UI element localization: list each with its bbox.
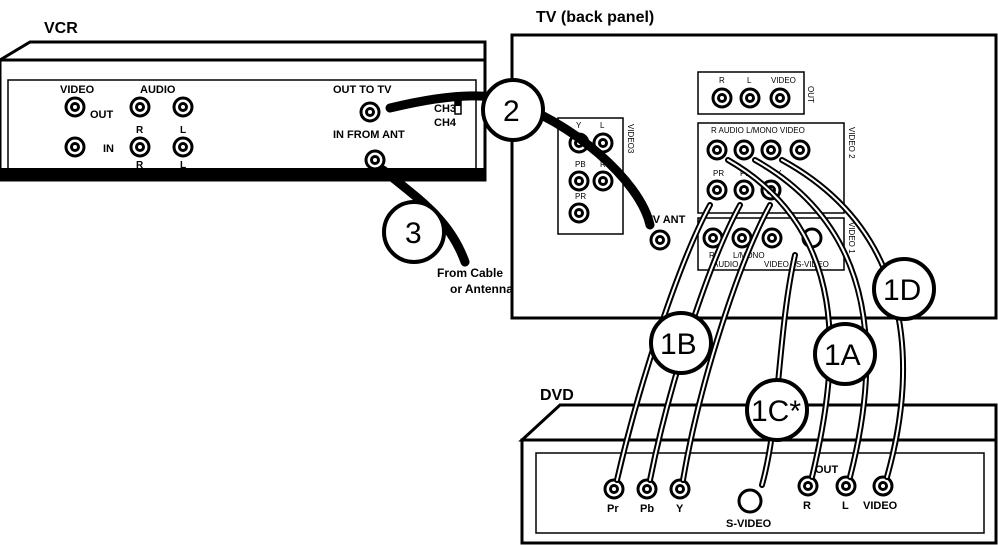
tv-video1-label: VIDEO 1 — [847, 222, 856, 254]
tv-video2-l-jack — [733, 139, 755, 161]
step-1d-label: 1D — [883, 274, 921, 307]
tv-video2-extra-jack — [789, 139, 811, 161]
tv-ant-label: TV ANT — [646, 214, 686, 226]
step-1b-label: 1B — [660, 328, 697, 361]
dvd-pb-jack — [636, 478, 658, 500]
source-label-line2: or Antenna — [450, 282, 513, 296]
dvd-pb-label: Pb — [640, 503, 654, 515]
vcr-in-label: IN — [103, 143, 114, 155]
tv-video1-audio-label: AUDIO — [713, 260, 738, 269]
vcr-audio-in-l-jack — [172, 136, 194, 158]
vcr-ch3-label: CH3 — [434, 103, 456, 115]
tv-out-label: OUT — [806, 86, 815, 103]
tv-video3-r-jack — [592, 170, 614, 192]
vcr-l-bottom-label: L — [180, 160, 186, 171]
tv-title: TV (back panel) — [536, 9, 654, 26]
vcr-in-from-ant-label: IN FROM ANT — [333, 129, 405, 141]
vcr-audio-in-r-jack — [129, 136, 151, 158]
tv-video1-svideo-label: S-VIDEO — [796, 260, 829, 269]
vcr-out-to-tv-label: OUT TO TV — [333, 84, 392, 96]
step-1a-label: 1A — [824, 339, 861, 372]
tv-video2-label: VIDEO 2 — [847, 127, 856, 159]
tv-video3-pr-jack — [568, 202, 590, 224]
vcr-ch4-label: CH4 — [434, 117, 457, 129]
tv-out-video-label: VIDEO — [771, 76, 796, 85]
vcr-out-to-tv-jack — [359, 101, 381, 123]
tv-video2-pr-jack — [706, 179, 728, 201]
dvd-video-label: VIDEO — [863, 500, 898, 512]
dvd-audio-l-jack — [835, 475, 857, 497]
vcr-video-label: VIDEO — [60, 84, 95, 96]
dvd-audio-r-jack — [797, 475, 819, 497]
dvd-pr-jack — [603, 478, 625, 500]
tv-video1-video-label: VIDEO — [764, 260, 789, 269]
tv-video2-header: R AUDIO L/MONO VIDEO — [711, 126, 805, 135]
vcr-out-label: OUT — [90, 109, 114, 121]
vcr-audio-out-l-jack — [172, 96, 194, 118]
step-1d-badge: 1D — [872, 257, 936, 321]
dvd-l-label: L — [842, 500, 849, 512]
dvd-y-jack — [669, 478, 691, 500]
dvd-out-label: OUT — [815, 464, 839, 476]
step-2-badge: 2 — [481, 78, 545, 142]
tv-ant-jack — [649, 229, 671, 251]
vcr-unit — [0, 40, 487, 182]
vcr-r-top-label: R — [136, 125, 144, 136]
step-1a-badge: 1A — [813, 322, 877, 386]
dvd-svideo-jack — [737, 488, 763, 514]
tv-video1-video-jack — [761, 227, 783, 249]
tv-video3-pb-label: PB — [575, 160, 586, 169]
dvd-svideo-label: S-VIDEO — [726, 518, 772, 530]
vcr-r-bottom-label: R — [136, 160, 144, 171]
step-2-label: 2 — [503, 95, 520, 128]
step-1b-badge: 1B — [649, 311, 713, 375]
source-label-line1: From Cable — [437, 266, 503, 280]
tv-video3-l-label: L — [600, 121, 605, 130]
tv-video2-video-jack — [760, 139, 782, 161]
vcr-video-in-jack — [64, 136, 86, 158]
tv-video2-pr-label: PR — [713, 169, 724, 178]
vcr-video-out-jack — [64, 96, 86, 118]
dvd-video-jack — [872, 475, 894, 497]
tv-out-r-jack — [711, 87, 733, 109]
vcr-l-top-label: L — [180, 125, 186, 136]
tv-video2-r-jack — [706, 139, 728, 161]
tv-out-r-label: R — [719, 76, 725, 85]
tv-out-l-label: L — [747, 76, 752, 85]
tv-video3-pb-jack — [568, 170, 590, 192]
tv-video3-r-label: R — [600, 160, 606, 169]
tv-video3-y-label: Y — [576, 121, 582, 130]
tv-out-l-jack — [739, 87, 761, 109]
vcr-audio-label: AUDIO — [140, 84, 176, 96]
dvd-r-label: R — [803, 500, 811, 512]
tv-video3-label: VIDEO3 — [626, 124, 635, 154]
step-3-label: 3 — [405, 217, 422, 250]
tv-out-video-jack — [769, 87, 791, 109]
tv-video2-pb-jack — [733, 179, 755, 201]
dvd-title: DVD — [540, 387, 574, 404]
step-3-badge: 3 — [382, 200, 446, 264]
vcr-audio-out-r-jack — [129, 96, 151, 118]
step-1c-badge: 1C* — [745, 378, 809, 442]
dvd-y-label: Y — [676, 503, 684, 515]
dvd-pr-label: Pr — [607, 503, 619, 515]
tv-video3-pr-label: PR — [575, 192, 586, 201]
tv-video1-r-label: R — [709, 251, 715, 260]
vcr-title: VCR — [44, 20, 78, 37]
step-1c-label: 1C* — [751, 395, 801, 428]
